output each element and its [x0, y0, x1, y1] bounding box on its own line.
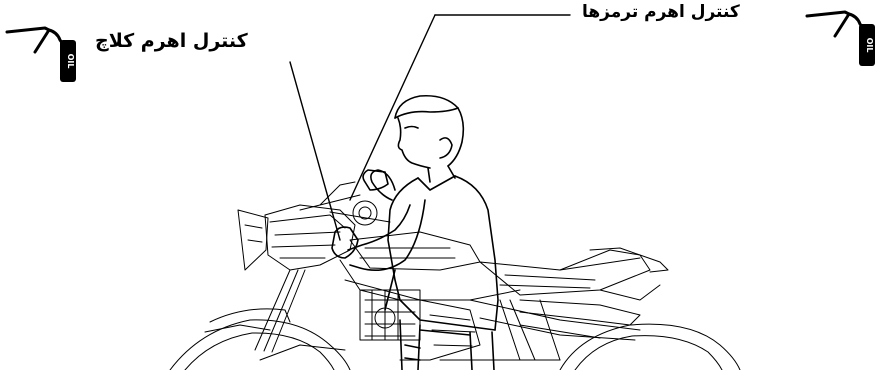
- oil-can-icon: OIL: [805, 2, 877, 70]
- oil-text: OIL: [66, 54, 75, 69]
- oil-text: OIL: [865, 38, 874, 53]
- oil-can-icon: OIL: [5, 18, 80, 86]
- motorcycle-drawing: [170, 182, 740, 370]
- brake-levers-label: کنترل اهرم ترمزها: [582, 2, 740, 22]
- clutch-leader-line: [290, 62, 340, 240]
- clutch-lever-label: کنترل اهرم کلاچ: [95, 30, 248, 52]
